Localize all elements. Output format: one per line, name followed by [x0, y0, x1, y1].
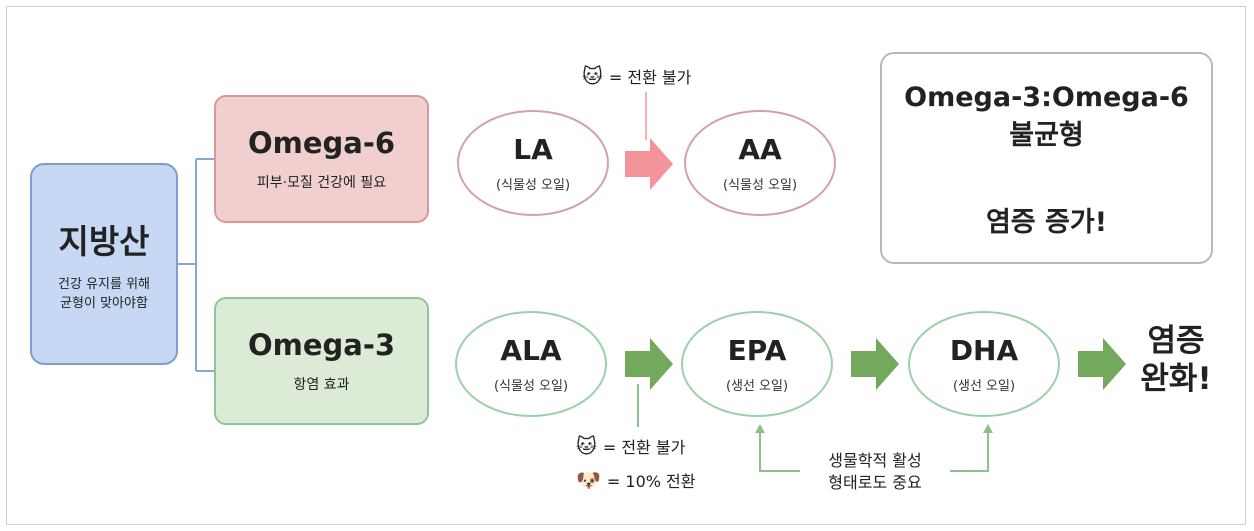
dog-icon: 🐶: [576, 468, 601, 492]
node-epa-sub: (생선 오일): [725, 379, 789, 394]
bio-bracket-arrow-left: [755, 424, 765, 433]
node-dha-sub: (생선 오일): [952, 379, 1016, 394]
node-epa: EPA (생선 오일): [681, 311, 833, 417]
node-aa-sub: (식물성 오일): [722, 178, 798, 193]
bio-bracket: [759, 429, 989, 472]
node-ala: ALA (식물성 오일): [455, 311, 607, 417]
omega3-box: Omega-3 항염 효과: [214, 297, 429, 425]
omega3-subtitle: 항염 효과: [293, 377, 350, 393]
ala-to-epa-arrow: [625, 338, 673, 390]
root-subtitle: 건강 유지를 위해 균형이 맞아야함: [58, 277, 150, 311]
summary-imbalance: 불균형: [1009, 120, 1084, 151]
cat-icon: 🐱: [582, 64, 603, 88]
bio-bracket-arrow-right: [983, 424, 993, 433]
node-aa-title: AA: [738, 133, 782, 166]
omega3-dog-note-text: = 10% 전환: [606, 472, 696, 491]
cat-icon: 🐱: [576, 434, 597, 458]
node-la-title: LA: [513, 133, 553, 166]
omega3-title: Omega-3: [247, 328, 396, 362]
dha-to-result-arrow: [1078, 338, 1126, 390]
node-aa: AA (식물성 오일): [684, 110, 836, 216]
la-to-aa-arrow: [625, 138, 673, 190]
omega6-note-text: = 전환 불가: [608, 68, 692, 87]
bioactive-note: 생물학적 활성 형태로도 중요: [800, 450, 950, 494]
omega3-cat-note: 🐱 = 전환 불가: [576, 434, 685, 458]
node-la-sub: (식물성 오일): [495, 178, 571, 193]
omega6-box: Omega-6 피부·모질 건강에 필요: [214, 95, 429, 223]
omega6-conversion-note: 🐱 = 전환 불가: [582, 64, 691, 88]
node-dha-title: DHA: [949, 334, 1019, 367]
fatty-acid-root-box: 지방산 건강 유지를 위해 균형이 맞아야함: [30, 163, 178, 365]
root-title: 지방산: [58, 222, 150, 261]
root-connector: [178, 158, 214, 372]
omega6-subtitle: 피부·모질 건강에 필요: [256, 175, 387, 191]
summary-ratio: Omega-3:Omega-6: [904, 82, 1189, 113]
node-ala-title: ALA: [500, 334, 562, 367]
node-epa-title: EPA: [727, 334, 787, 367]
omega6-title: Omega-6: [247, 126, 396, 160]
summary-result: 염증 증가!: [985, 207, 1108, 238]
imbalance-summary-box: Omega-3:Omega-6 불균형 염증 증가!: [880, 52, 1213, 264]
node-dha: DHA (생선 오일): [908, 311, 1060, 417]
node-la: LA (식물성 오일): [457, 110, 609, 216]
omega3-cat-note-text: = 전환 불가: [602, 438, 686, 457]
inflammation-relief-text: 염증 완화!: [1140, 323, 1212, 397]
node-ala-sub: (식물성 오일): [493, 379, 569, 394]
omega3-dog-note: 🐶 = 10% 전환: [576, 468, 696, 492]
epa-to-dha-arrow: [851, 338, 899, 390]
